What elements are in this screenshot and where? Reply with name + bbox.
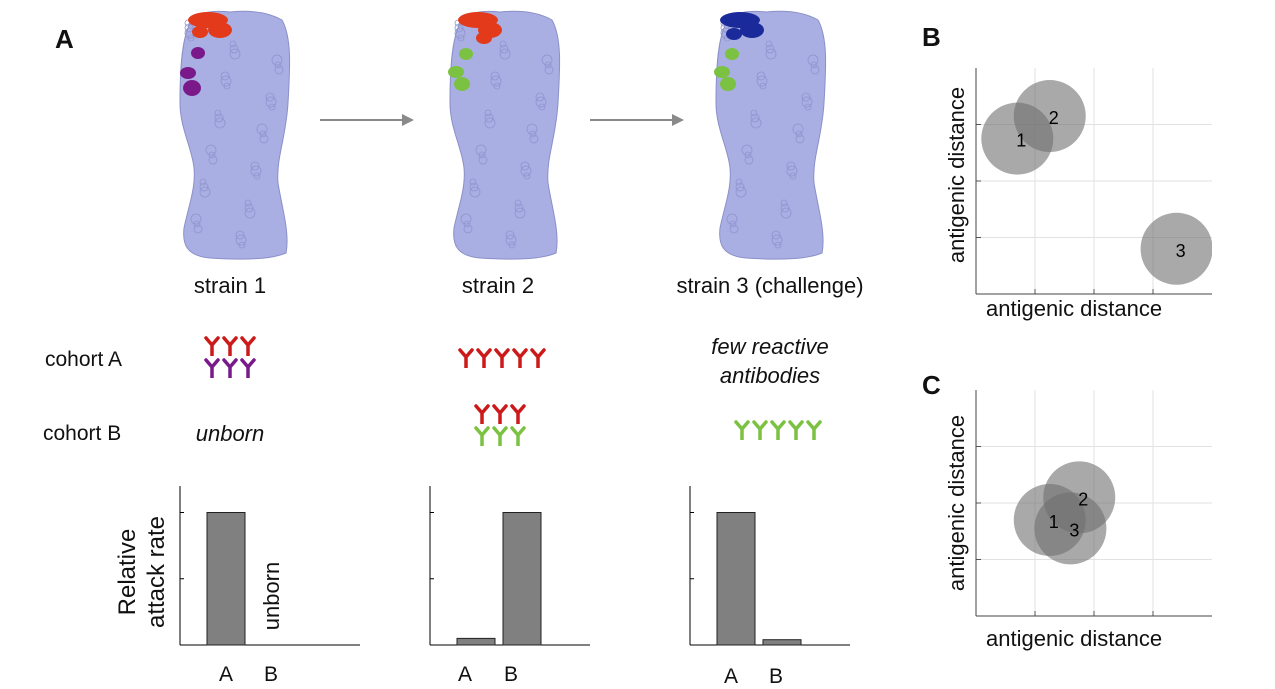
antibody-row — [204, 358, 258, 380]
strain-label-2: strain 2 — [461, 273, 535, 298]
strain-label-2: 2 — [1049, 108, 1059, 128]
axes — [975, 68, 1212, 295]
bar-chart-strain3 — [689, 486, 850, 646]
antibody-icon — [476, 348, 492, 368]
bar-annotation-unborn: unborn — [259, 561, 284, 631]
protein-structure-strain1 — [179, 10, 291, 260]
few-reactive-note-line2: antibodies — [719, 363, 821, 388]
antibody-icon — [204, 358, 220, 378]
bar-a — [456, 637, 496, 646]
antibody-icon — [530, 348, 546, 368]
arrow-right-icon — [320, 114, 414, 126]
axes — [689, 486, 850, 646]
strain-label-3: strain 3 (challenge) — [676, 273, 864, 298]
antibody-icon — [788, 420, 804, 440]
category-tick-b: B — [768, 665, 783, 688]
y-axis-label-c: antigenic distance — [944, 414, 969, 592]
strain-label-1: 1 — [1049, 512, 1059, 532]
axes — [975, 390, 1212, 617]
antigenic-map-b: 1 2 3 — [975, 68, 1212, 295]
bar-b — [502, 512, 542, 646]
antigenic-map-c: 12 3 — [975, 390, 1212, 617]
category-tick-a: A — [218, 663, 233, 686]
epitope-purple — [180, 47, 205, 96]
x-axis-label-c: antigenic distance — [986, 626, 1163, 651]
antibody-row — [734, 420, 824, 442]
y-axis-label-line2: attack rate — [143, 515, 170, 629]
antibody-group-strain2-cohortB — [474, 404, 528, 448]
antibody-group-strain3-cohortB — [734, 420, 824, 442]
bar-a — [716, 512, 756, 646]
strain-label-3: 3 — [1176, 241, 1186, 261]
x-axis-label-b: antigenic distance — [986, 296, 1163, 321]
antibody-icon — [806, 420, 822, 440]
antibody-icon — [474, 426, 490, 446]
strain-circle-3 — [1140, 212, 1212, 285]
y-axis-label-line1: Relative — [114, 528, 141, 616]
antibody-group-strain2-cohortA — [458, 348, 548, 370]
cohort-b-label: cohort B — [43, 422, 122, 445]
category-tick-b: B — [263, 663, 278, 686]
antibody-row — [458, 348, 548, 370]
antibody-icon — [512, 348, 528, 368]
antibody-icon — [492, 426, 508, 446]
antibody-icon — [240, 336, 256, 356]
strain-label-1: 1 — [1016, 131, 1026, 151]
antibody-group-strain1-cohortA — [204, 336, 258, 380]
arrow-right-icon — [590, 114, 684, 126]
antibody-row — [474, 404, 528, 426]
category-tick-a: A — [457, 663, 472, 686]
grid — [976, 68, 1212, 294]
category-tick-a: A — [723, 665, 738, 688]
few-reactive-note-line1: few reactive — [711, 334, 829, 359]
strain-circle-3 — [1034, 492, 1107, 565]
epitope-blue — [720, 12, 764, 40]
epitope-green — [448, 48, 473, 91]
y-axis-label-relative-attack-rate: Relative attack rate — [113, 497, 171, 647]
bar-a — [206, 512, 246, 646]
antibody-icon — [510, 404, 526, 424]
antibody-icon — [492, 404, 508, 424]
protein-structure-strain3 — [714, 10, 827, 260]
antibody-icon — [494, 348, 510, 368]
epitope-green — [714, 48, 739, 91]
panel-letter-c: C — [922, 370, 941, 400]
antibody-icon — [474, 404, 490, 424]
category-tick-b: B — [503, 663, 518, 686]
antibody-icon — [222, 336, 238, 356]
antibody-icon — [458, 348, 474, 368]
antibody-icon — [752, 420, 768, 440]
panel-letter-a: A — [55, 24, 74, 54]
strain-label-2: 2 — [1078, 489, 1088, 509]
antibody-icon — [222, 358, 238, 378]
y-axis-label-b: antigenic distance — [944, 86, 969, 264]
antibody-icon — [510, 426, 526, 446]
bar-b — [762, 639, 802, 646]
unborn-note: unborn — [195, 421, 265, 446]
protein-structure-strain2 — [448, 10, 561, 260]
cohort-a-label: cohort A — [45, 348, 123, 371]
antibody-icon — [204, 336, 220, 356]
epitope-red — [458, 12, 502, 44]
epitope-red — [188, 12, 232, 38]
strain-label-1: strain 1 — [193, 273, 267, 298]
antibody-icon — [240, 358, 256, 378]
strain-circle-2 — [1013, 80, 1086, 153]
strain-label-3: 3 — [1069, 520, 1079, 540]
bar-chart-strain2 — [429, 486, 590, 646]
antibody-row — [474, 426, 528, 448]
antibody-icon — [734, 420, 750, 440]
bar-chart-strain1 — [179, 486, 360, 646]
antibody-icon — [770, 420, 786, 440]
antibody-row — [204, 336, 258, 358]
panel-letter-b: B — [922, 22, 941, 52]
